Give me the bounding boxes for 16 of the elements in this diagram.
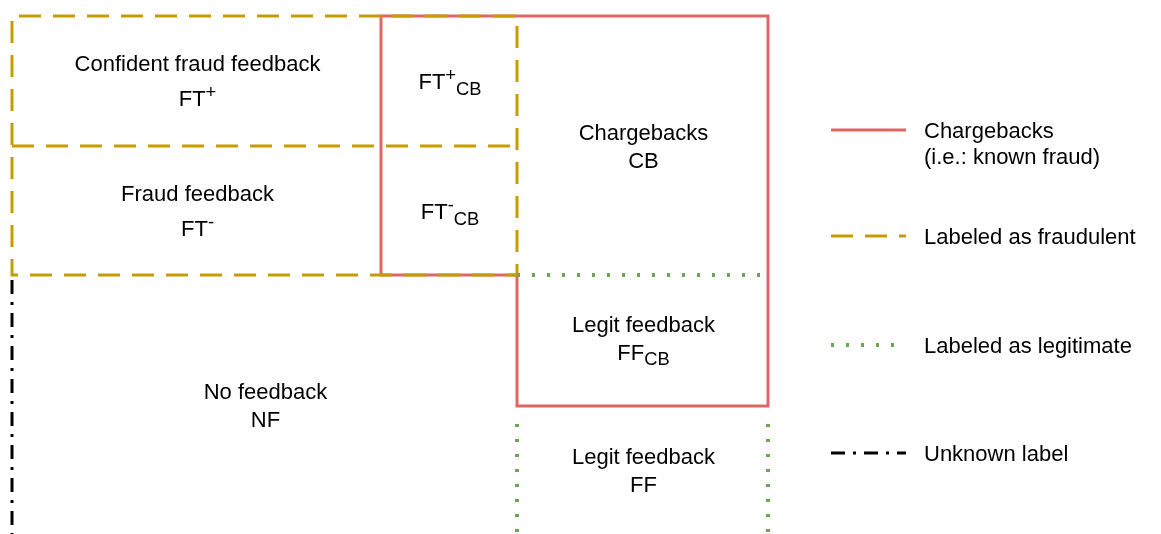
region-symbol: NF [250,406,281,434]
legend-label: Labeled as fraudulent [924,224,1137,250]
legend-label: Chargebacks (i.e.: known fraud) [924,118,1102,170]
region-symbol: CB [628,146,659,175]
region-symbol: FF$_{CB}$ [617,338,670,372]
region-label: Legit feedback [571,443,716,471]
region-label: No feedback [203,378,328,406]
region-symbol: FF [630,471,657,499]
region-symbol: FT$^{+}$ [178,80,217,114]
region-label: Legit feedback [571,310,716,339]
region-label: Chargebacks [578,118,709,147]
region-symbol: FT$^{-}$ [181,209,214,244]
legend-label: Labeled as legitimate [924,333,1133,359]
region-label: Confident fraud feedback [74,50,321,79]
region-label: Fraud feedback [121,179,274,208]
legend-label: Unknown label [924,441,1070,467]
